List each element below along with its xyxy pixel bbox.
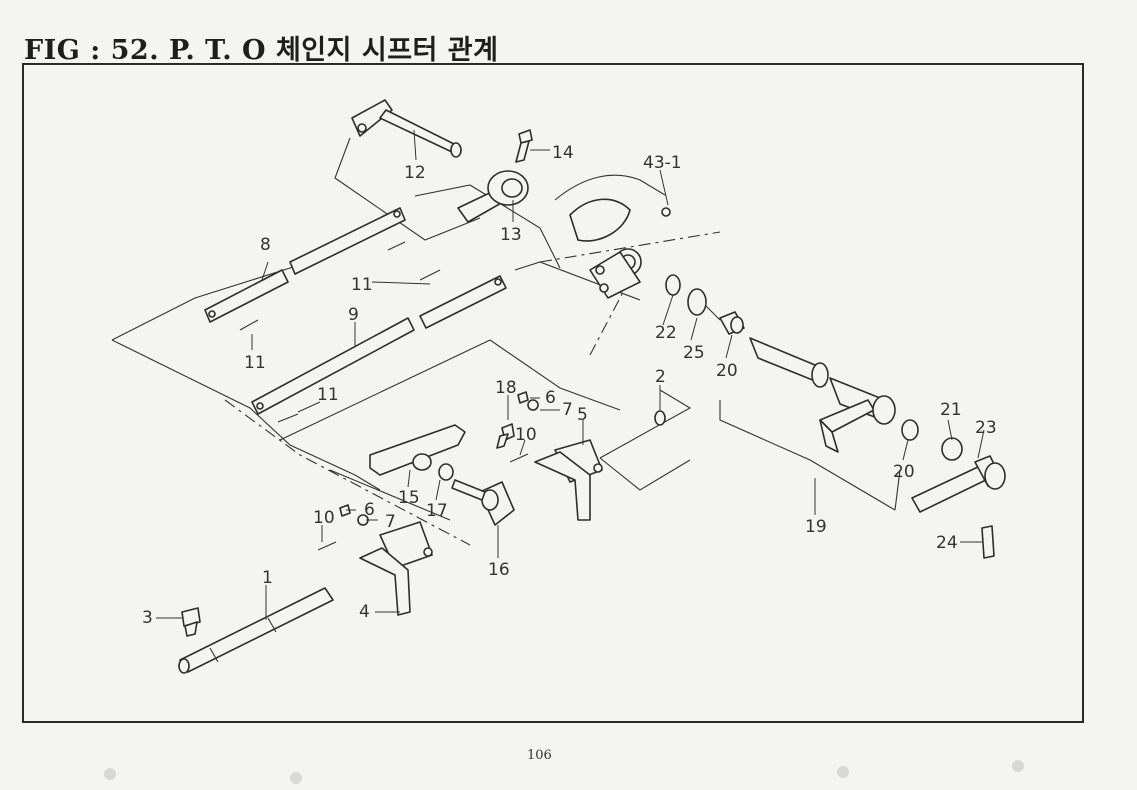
callout-2: 2 (655, 367, 666, 387)
callout-20-b: 20 (893, 462, 915, 482)
part-16-block (451, 479, 515, 526)
callout-10-a: 10 (515, 425, 537, 445)
callout-6-a: 6 (545, 388, 556, 408)
callout-11-b: 11 (244, 353, 266, 373)
part-12-rod (351, 99, 462, 158)
part-9-bar (251, 275, 507, 415)
callout-14: 14 (552, 143, 574, 163)
part-43-1-housing (554, 174, 671, 299)
part-25-snap-ring (687, 288, 707, 316)
callout-17: 17 (426, 501, 448, 521)
paper-smudges (104, 760, 1024, 784)
figure-title: FIG : 52. P. T. O 체인지 시프터 관계 (24, 35, 499, 66)
callout-7-b: 7 (385, 512, 396, 532)
part-17-clip (438, 463, 454, 481)
callout-4: 4 (359, 602, 370, 622)
callout-16: 16 (488, 560, 510, 580)
callout-11-c: 11 (317, 385, 339, 405)
part-14-bolt (515, 129, 533, 163)
callout-7-a: 7 (562, 400, 573, 420)
callout-6-b: 6 (364, 500, 375, 520)
part-1-rod (178, 587, 334, 674)
part-23-lever (911, 455, 1006, 513)
alignment-lines (111, 137, 901, 546)
callout-9: 9 (348, 305, 359, 325)
part-11-pins (239, 241, 441, 423)
callout-8: 8 (260, 235, 271, 255)
callout-5: 5 (577, 405, 588, 425)
callout-24: 24 (936, 533, 958, 553)
leader-lines (156, 129, 985, 620)
part-5-fork (534, 439, 603, 521)
callout-10-b: 10 (313, 508, 335, 528)
part-2-ring (654, 410, 666, 426)
part-13-arm (457, 170, 529, 223)
page-number: 106 (527, 748, 552, 763)
part-18-pin (496, 423, 515, 449)
part-19-shaft (749, 337, 896, 453)
callout-21: 21 (940, 400, 962, 420)
callout-labels: 12 13 14 43-1 8 11 11 9 11 22 25 20 2 18… (142, 143, 997, 628)
part-21-collar (941, 437, 963, 461)
callout-23: 23 (975, 418, 997, 438)
callout-1: 1 (262, 568, 273, 588)
part-22-ring (665, 274, 681, 296)
callout-15: 15 (398, 488, 420, 508)
callout-25: 25 (683, 343, 705, 363)
part-4-fork (359, 521, 433, 616)
callout-22: 22 (655, 323, 677, 343)
callout-20-a: 20 (716, 361, 738, 381)
part-20-bushing-upper (719, 311, 745, 335)
diagram-frame (22, 63, 1084, 723)
part-3-plug (181, 607, 201, 637)
callout-12: 12 (404, 163, 426, 183)
callout-43-1: 43-1 (643, 153, 682, 173)
callout-3: 3 (142, 608, 153, 628)
upper-detent-set (509, 391, 539, 463)
callout-18: 18 (495, 378, 517, 398)
part-20-bushing-lower (901, 419, 919, 441)
callout-13: 13 (500, 225, 522, 245)
part-8-bar (204, 207, 406, 323)
callout-11-a: 11 (351, 275, 373, 295)
part-15-plate (369, 424, 466, 476)
callout-19: 19 (805, 517, 827, 537)
part-24-pin (981, 525, 995, 559)
